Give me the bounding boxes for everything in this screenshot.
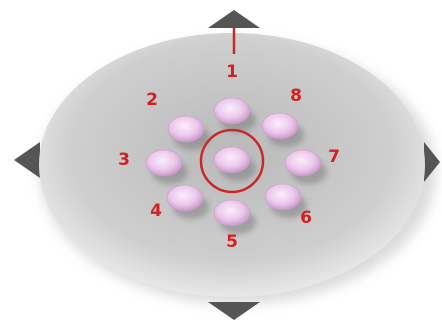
- well-label-5: 5: [226, 232, 238, 252]
- well-3: [146, 150, 182, 176]
- well-center: [214, 147, 250, 173]
- well-label-2: 2: [146, 90, 158, 110]
- arrow-up-icon: [208, 10, 260, 28]
- well-label-4: 4: [150, 201, 162, 221]
- well-label-3: 3: [118, 150, 130, 170]
- well-4: [167, 185, 203, 211]
- arrow-down-icon: [208, 302, 260, 320]
- well-label-7: 7: [328, 147, 340, 167]
- well-label-1: 1: [226, 62, 238, 82]
- well-7: [285, 150, 321, 176]
- well-label-8: 8: [290, 86, 302, 106]
- well-6: [265, 184, 301, 210]
- well-2: [168, 116, 204, 142]
- well-1: [214, 98, 250, 124]
- well-8: [262, 113, 298, 139]
- well-label-6: 6: [300, 208, 312, 228]
- well-5: [214, 200, 250, 226]
- arrow-left-icon: [14, 142, 40, 178]
